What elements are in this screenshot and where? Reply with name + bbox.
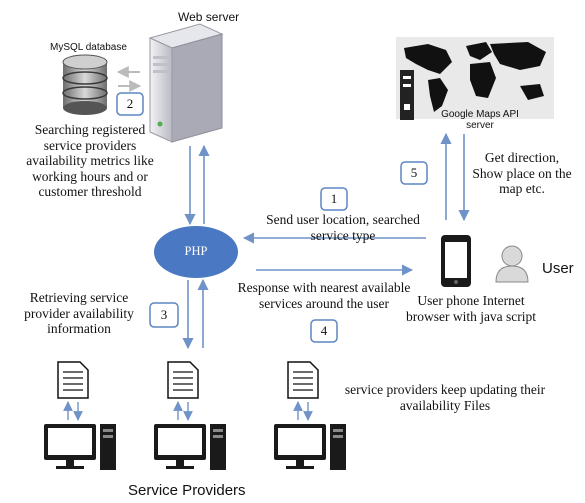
pc-tower-icon [100, 424, 116, 470]
pc-tower-icon [210, 424, 226, 470]
database-description: Searching registered service providers a… [26, 122, 154, 200]
step-box-3 [149, 302, 179, 328]
document-icon [287, 361, 319, 399]
user-icon [495, 245, 529, 283]
step-4-text: Response with nearest available services… [237, 280, 411, 311]
provider-machine-3 [274, 361, 346, 470]
web-server-icon [148, 23, 224, 143]
step-1-number: 1 [330, 191, 338, 206]
monitor-icon [154, 424, 206, 469]
document-icon [167, 361, 199, 399]
php-label: PHP [184, 244, 208, 258]
maps-label: Google Maps API server [410, 109, 550, 131]
provider-machines [44, 361, 346, 470]
step-5-number: 5 [410, 165, 418, 180]
user-label: User [542, 260, 574, 277]
pc-tower-icon [330, 424, 346, 470]
provider-machine-1 [44, 361, 116, 470]
smartphone-icon [441, 235, 471, 287]
maps-label-line2: server [466, 119, 494, 131]
step-5-text: Get direction, Show place on the map etc… [472, 150, 572, 197]
step-3-number: 3 [160, 307, 168, 322]
php-node [154, 226, 238, 278]
monitor-icon [44, 424, 96, 469]
step-4-number: 4 [320, 323, 328, 338]
db-server-arrows [116, 66, 142, 92]
web-server-label: Web server [178, 10, 240, 24]
step-box-5 [400, 161, 428, 185]
step-box-4 [310, 319, 338, 343]
step-3-text: Retrieving service provider availability… [24, 290, 134, 337]
step-2-number: 2 [126, 96, 134, 111]
document-icon [57, 361, 89, 399]
service-providers-label: Service Providers [128, 482, 246, 499]
monitor-icon [274, 424, 326, 469]
phone-description: User phone Internet browser with java sc… [405, 293, 537, 324]
database-icon [62, 54, 108, 115]
providers-update-note: service providers keep updating their av… [344, 382, 546, 413]
step-box-1 [320, 187, 348, 211]
provider-machine-2 [154, 361, 226, 470]
step-box-2 [116, 92, 144, 116]
step-1-text: Send user location, searched service typ… [266, 212, 420, 243]
maps-label-line1: Google Maps API [441, 109, 519, 120]
database-label: MySQL database [50, 42, 127, 53]
world-map-icon [396, 37, 554, 120]
